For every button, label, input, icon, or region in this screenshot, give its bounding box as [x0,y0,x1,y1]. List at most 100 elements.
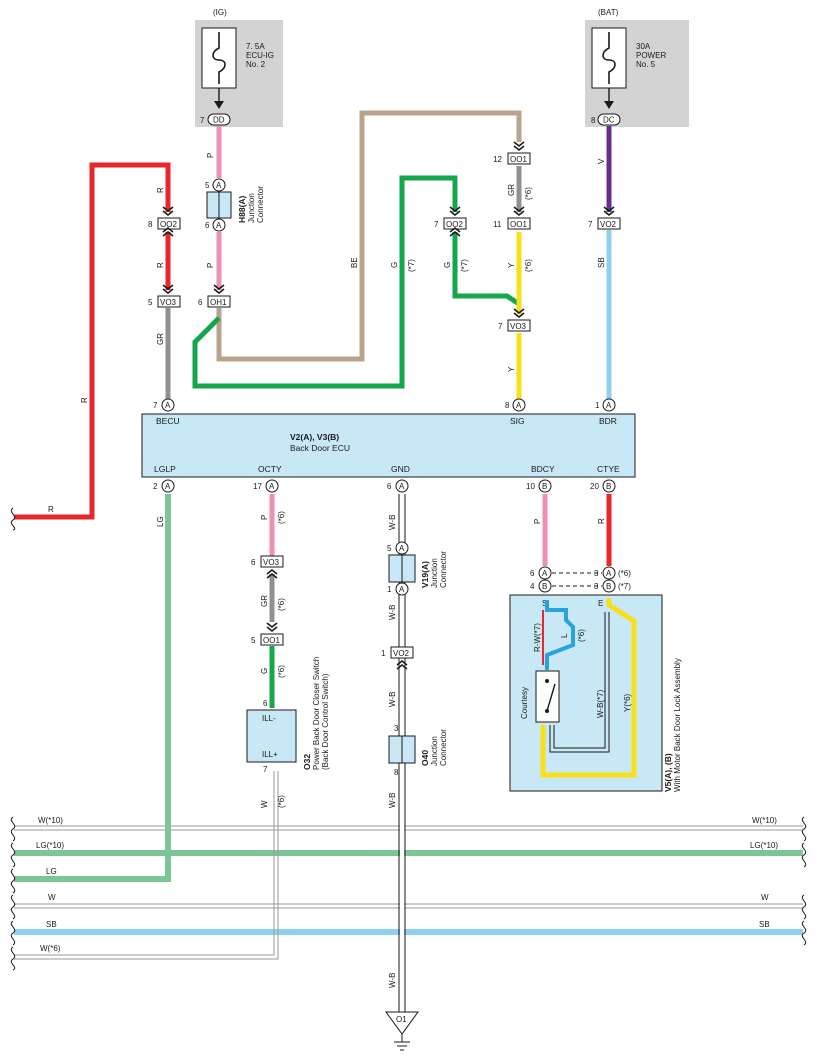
wire-label-gr: GR [156,333,165,345]
pin-circle [538,579,552,593]
wire-label-r: R [156,187,165,193]
wire-label-note6: (*6) [577,629,586,642]
wire-label-p: P [206,263,215,268]
terminal-ctye: CTYE [597,464,620,474]
wire-label-note6: (*6) [277,511,286,524]
wire-label-note6: (*6) [277,665,286,678]
wire-wb-internal [553,612,606,749]
wire-label-y: Y [507,366,516,372]
pin-bdcy-conn: B [542,482,547,491]
pin-conn: A [216,181,222,190]
ecu-title: V2(A), V3(B) [290,432,339,442]
wire-label-l: L [560,633,569,638]
wire-label-be: BE [350,257,359,268]
pin-conn: A [606,569,612,578]
wire-label-note7: (*7) [460,259,469,272]
wire-tan [216,110,522,362]
pin-no: 4 [530,582,535,591]
pin-lglp [161,479,175,493]
wire-label-wb: W-B [388,605,397,620]
fuse-no-bat: No. 5 [636,60,656,69]
pin-gnd-conn: A [399,482,405,491]
conn-pin: 5 [148,298,153,307]
wire-label-r: R [80,397,89,403]
wire-green [452,232,521,307]
fuse-no-ig: No. 2 [246,60,266,69]
terminal-lglp: LGLP [154,464,176,474]
ecu-box [141,413,636,478]
pin-conn: A [399,544,405,553]
term-ill-minus: ILL- [262,714,276,723]
term-e: E [598,599,603,608]
lock-box [509,594,663,792]
break-mark [10,946,16,971]
connector-dc [597,113,621,126]
wire-label-note7: (*7) [407,259,416,272]
bus-label-r: R [48,505,54,514]
wire-label-wb: W-B [388,973,397,988]
terminal-becu: BECU [156,416,180,426]
ground-o1: O1 [385,1011,419,1051]
pin-bdcy-no: 10 [526,482,535,491]
pin-bdcy [538,479,552,493]
ground-label: O1 [396,1015,407,1024]
pin-no: 3 [394,724,399,733]
pin-becu-conn: A [165,401,171,410]
connector-dc-label: DC [603,116,615,125]
terminal-octy: OCTY [258,464,282,474]
pin-no: 6 [530,569,535,578]
wb-gap [400,494,404,546]
lock-assembly-v5: A 6 B 4 A 3 B 3 (*6) (*7) S E Courtesy V [509,566,682,792]
pin-ctye-conn: B [606,482,611,491]
junction-v19-title: V19(A) [420,561,430,588]
junction-v19-line1: Junction [430,558,439,588]
fuse-icon [212,32,226,84]
ground-triangle [385,1011,419,1035]
break-mark [10,507,16,531]
conn-pin: 7 [588,220,593,229]
fuse-bat: (BAT) 30A POWER No. 5 8 DC [585,8,689,127]
switch-o32-title: O32 [302,754,312,770]
conn-pin: 8 [148,220,153,229]
junction-h88: A 5 A 6 H88(A) Junction Connector [205,178,265,232]
wire-label-note6: (*6) [524,259,533,272]
wire-label-p: P [260,515,269,520]
ecu-subtitle: Back Door ECU [290,443,350,453]
pin-no: 6 [205,221,210,230]
junction-o40: 3 8 O40 Junction Connector [388,724,448,777]
conn-label: VO2 [393,649,410,658]
junction-h88-line2: Connector [256,186,265,223]
wire-label-wb: W-B [388,793,397,808]
fuse-name-bat: POWER [636,51,666,60]
wire-label-gr: GR [507,184,516,196]
terminal-sig: SIG [510,416,525,426]
conn-pin: 7 [434,220,439,229]
junction-o40-line2: Connector [439,729,448,766]
pin-bottom: 7 [263,765,268,774]
courtesy-switch [535,670,560,723]
pin-conn: A [399,585,405,594]
connector-vo3-octy: VO3 6 [251,555,284,579]
pin-circle [602,566,616,580]
connector-oo1-top: OO1 12 [493,141,531,165]
break-mark [801,816,807,842]
wire-label-w: W [260,800,269,808]
pin-circle [212,178,226,192]
bus-label-w10-left: W(*10) [38,816,63,825]
pin-circle [212,218,226,232]
wire-label-p: P [206,153,215,158]
bus-label-w-left: W [48,893,56,902]
wire-label-v: V [597,158,606,164]
fuse-rating-ig: 7. 5A [246,42,265,51]
wire-red [14,162,171,520]
break-mark [801,842,807,868]
connector-vo2-top: VO2 7 [588,206,621,230]
arrow-down-icon [214,101,224,109]
ground-icon [394,1041,410,1051]
wire-label-g: G [260,668,269,674]
pin-ctye [602,479,616,493]
bus-label-lg: LG [46,867,57,876]
term-s: S [542,599,547,608]
conn-label: VO2 [600,220,617,229]
fuse-ig: (IG) 7. 5A ECU-IG No. 2 7 DD [195,8,283,127]
